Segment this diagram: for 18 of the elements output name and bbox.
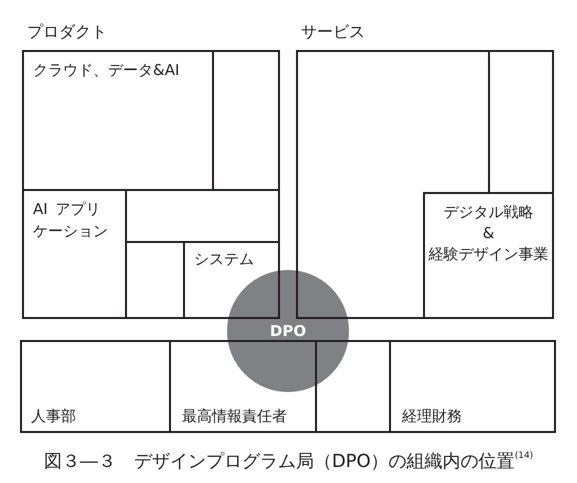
section-label: クラウド、データ&AI: [33, 60, 180, 81]
section-box: [171, 340, 317, 433]
section-box: [24, 52, 214, 191]
figure-caption: 図３―３ デザインプログラム局（DPO）の組織内の位置$^{(14)}$: [42, 450, 534, 474]
section-label: システム: [194, 249, 254, 270]
group-heading: プロダクト: [27, 21, 107, 43]
section-box: [317, 340, 391, 433]
section-label: デジタル戦略 & 経験デザイン事業: [428, 202, 550, 265]
circle-label: DPO: [268, 321, 308, 342]
section-box: [125, 241, 185, 317]
group-heading: サービス: [301, 21, 365, 43]
section-box: [391, 340, 556, 433]
section-label: 人事部: [31, 406, 76, 427]
section-label: 最高情報責任者: [182, 406, 287, 427]
section-box: [423, 192, 552, 317]
section-box: [20, 340, 171, 433]
section-label: 経理財務: [402, 406, 462, 427]
section-label: AI アプリケーション: [33, 199, 109, 242]
